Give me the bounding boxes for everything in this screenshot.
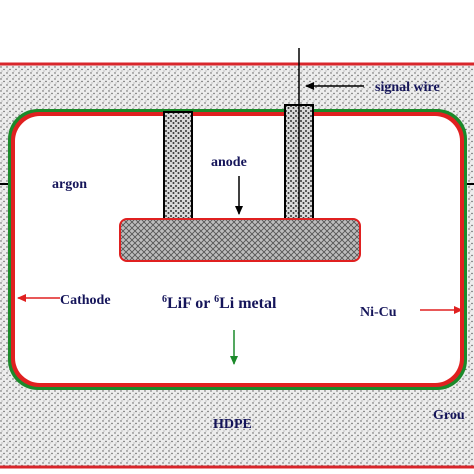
converter-label: 6LiF or 6Li metal [162,294,277,312]
hdpe-label: HDPE [213,417,252,432]
nicu-label: Ni-Cu [360,305,397,320]
converter-plate [119,218,361,262]
anode-label: anode [211,155,247,170]
converter-part1: LiF or [167,295,214,312]
anode-post-left [163,111,193,221]
cathode-label: Cathode [60,293,111,308]
converter-sup1: 6 [162,294,167,305]
converter-sup2: 6 [214,294,219,305]
ground-label: Grou [433,408,465,423]
signal-wire-label: signal wire [375,80,440,95]
converter-part2: Li metal [219,295,277,312]
argon-label: argon [52,177,87,192]
